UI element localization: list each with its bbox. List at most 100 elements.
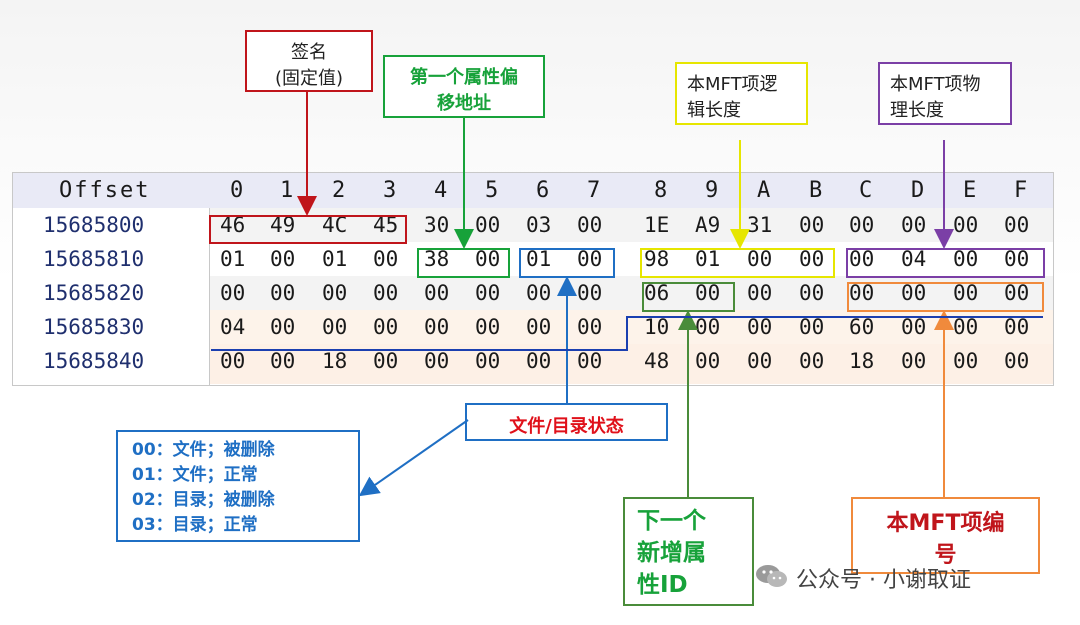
signature-label-line2: (固定值) xyxy=(274,68,344,89)
logical-length-line2: 辑长度 xyxy=(687,100,741,121)
hex-byte: 00 xyxy=(1004,315,1030,339)
hex-byte: 00 xyxy=(577,247,603,271)
signature-label: 签名 (固定值) xyxy=(245,30,373,92)
hex-byte: 18 xyxy=(322,349,348,373)
hex-byte: 00 xyxy=(1004,247,1030,271)
hex-byte: 00 xyxy=(526,349,552,373)
wechat-icon xyxy=(756,565,787,587)
hex-byte: 00 xyxy=(424,349,450,373)
hex-byte: 01 xyxy=(220,247,246,271)
hex-byte: 00 xyxy=(270,281,296,305)
hex-byte: 00 xyxy=(901,281,927,305)
row-stripe xyxy=(210,242,1053,276)
hex-byte: 00 xyxy=(322,281,348,305)
hex-byte: 00 xyxy=(526,281,552,305)
hex-byte: 4C xyxy=(322,213,348,237)
hex-byte: 00 xyxy=(695,315,721,339)
physical-length-label: 本MFT项物 理长度 xyxy=(878,62,1012,125)
record-boundary-underline xyxy=(211,316,1043,351)
logical-length-line1: 本MFT项逻 xyxy=(687,74,778,95)
hex-byte: 00 xyxy=(849,281,875,305)
column-header: C xyxy=(859,178,873,203)
hex-byte: 00 xyxy=(849,247,875,271)
column-header: F xyxy=(1014,178,1028,203)
column-header: 8 xyxy=(654,178,668,203)
hex-byte: 00 xyxy=(953,281,979,305)
signature-highlight-box xyxy=(209,215,407,244)
hex-byte: 04 xyxy=(901,247,927,271)
hex-byte: 00 xyxy=(373,349,399,373)
next-attr-id-line: 下一个 xyxy=(637,508,706,534)
hex-byte: 00 xyxy=(1004,349,1030,373)
hex-byte: 00 xyxy=(424,315,450,339)
hex-byte: 00 xyxy=(270,247,296,271)
hex-byte: 00 xyxy=(577,281,603,305)
hex-byte: 48 xyxy=(644,349,670,373)
hex-byte: 00 xyxy=(799,213,825,237)
hex-byte: 01 xyxy=(526,247,552,271)
hex-byte: 1E xyxy=(644,213,670,237)
row-stripe xyxy=(210,310,1053,344)
next-attr-id-label: 下一个 新增属 性ID xyxy=(623,497,754,606)
hex-byte: 98 xyxy=(644,247,670,271)
hex-byte: 38 xyxy=(424,247,450,271)
hex-byte: 00 xyxy=(373,281,399,305)
physical-length-line2: 理长度 xyxy=(890,100,944,121)
status-legend: 00：文件；被删除 01：文件；正常 02：目录；被删除 03：目录；正常 xyxy=(116,430,360,542)
hex-byte: 03 xyxy=(526,213,552,237)
hex-byte: 00 xyxy=(849,213,875,237)
hex-byte: 00 xyxy=(901,315,927,339)
hex-byte: 00 xyxy=(220,349,246,373)
status-legend-arrow xyxy=(358,419,469,497)
hex-byte: 00 xyxy=(953,315,979,339)
hex-byte: 00 xyxy=(220,281,246,305)
file-dir-status-label: 文件/目录状态 xyxy=(465,403,668,441)
row-stripe xyxy=(210,208,1053,242)
column-header: 9 xyxy=(705,178,719,203)
hex-byte: 00 xyxy=(799,247,825,271)
hex-byte: 10 xyxy=(644,315,670,339)
column-header: 1 xyxy=(280,178,294,203)
offset-column xyxy=(13,208,210,385)
hex-byte: 01 xyxy=(695,247,721,271)
row-offset: 15685830 xyxy=(43,315,145,339)
column-header: 3 xyxy=(383,178,397,203)
hex-byte: 00 xyxy=(747,247,773,271)
hex-byte: 00 xyxy=(953,247,979,271)
status-legend-item: 01：文件；正常 xyxy=(132,465,258,485)
first-attr-offset-highlight-box xyxy=(417,248,510,278)
column-header: B xyxy=(809,178,823,203)
hex-byte: 00 xyxy=(373,315,399,339)
column-header: 4 xyxy=(434,178,448,203)
column-header: 6 xyxy=(536,178,550,203)
hex-byte: 00 xyxy=(695,349,721,373)
file-dir-status-text: 文件/目录状态 xyxy=(509,416,624,437)
column-header: 7 xyxy=(587,178,601,203)
hex-byte: 01 xyxy=(322,247,348,271)
signature-label-line1: 签名 xyxy=(291,42,327,63)
hex-byte: 00 xyxy=(747,315,773,339)
hex-byte: 00 xyxy=(1004,213,1030,237)
status-legend-item: 00：文件；被删除 xyxy=(132,440,275,460)
hex-byte: 00 xyxy=(799,349,825,373)
hex-byte: 00 xyxy=(270,315,296,339)
hex-byte: 00 xyxy=(695,281,721,305)
hex-byte: 30 xyxy=(424,213,450,237)
hex-byte: 00 xyxy=(747,349,773,373)
hex-byte: A9 xyxy=(695,213,721,237)
hex-byte: 00 xyxy=(424,281,450,305)
hex-byte: 04 xyxy=(220,315,246,339)
first-attr-offset-label: 第一个属性偏 移地址 xyxy=(383,55,545,118)
hex-byte: 00 xyxy=(747,281,773,305)
hex-byte: 00 xyxy=(577,349,603,373)
hex-byte: 00 xyxy=(526,315,552,339)
hex-byte: 00 xyxy=(270,349,296,373)
column-header: 0 xyxy=(230,178,244,203)
physical-length-highlight-box xyxy=(846,248,1045,278)
hex-byte: 00 xyxy=(577,315,603,339)
hex-byte: 00 xyxy=(475,247,501,271)
mft-number-label: 本MFT项编 号 xyxy=(851,497,1040,574)
status-legend-item: 02：目录；被删除 xyxy=(132,490,275,510)
